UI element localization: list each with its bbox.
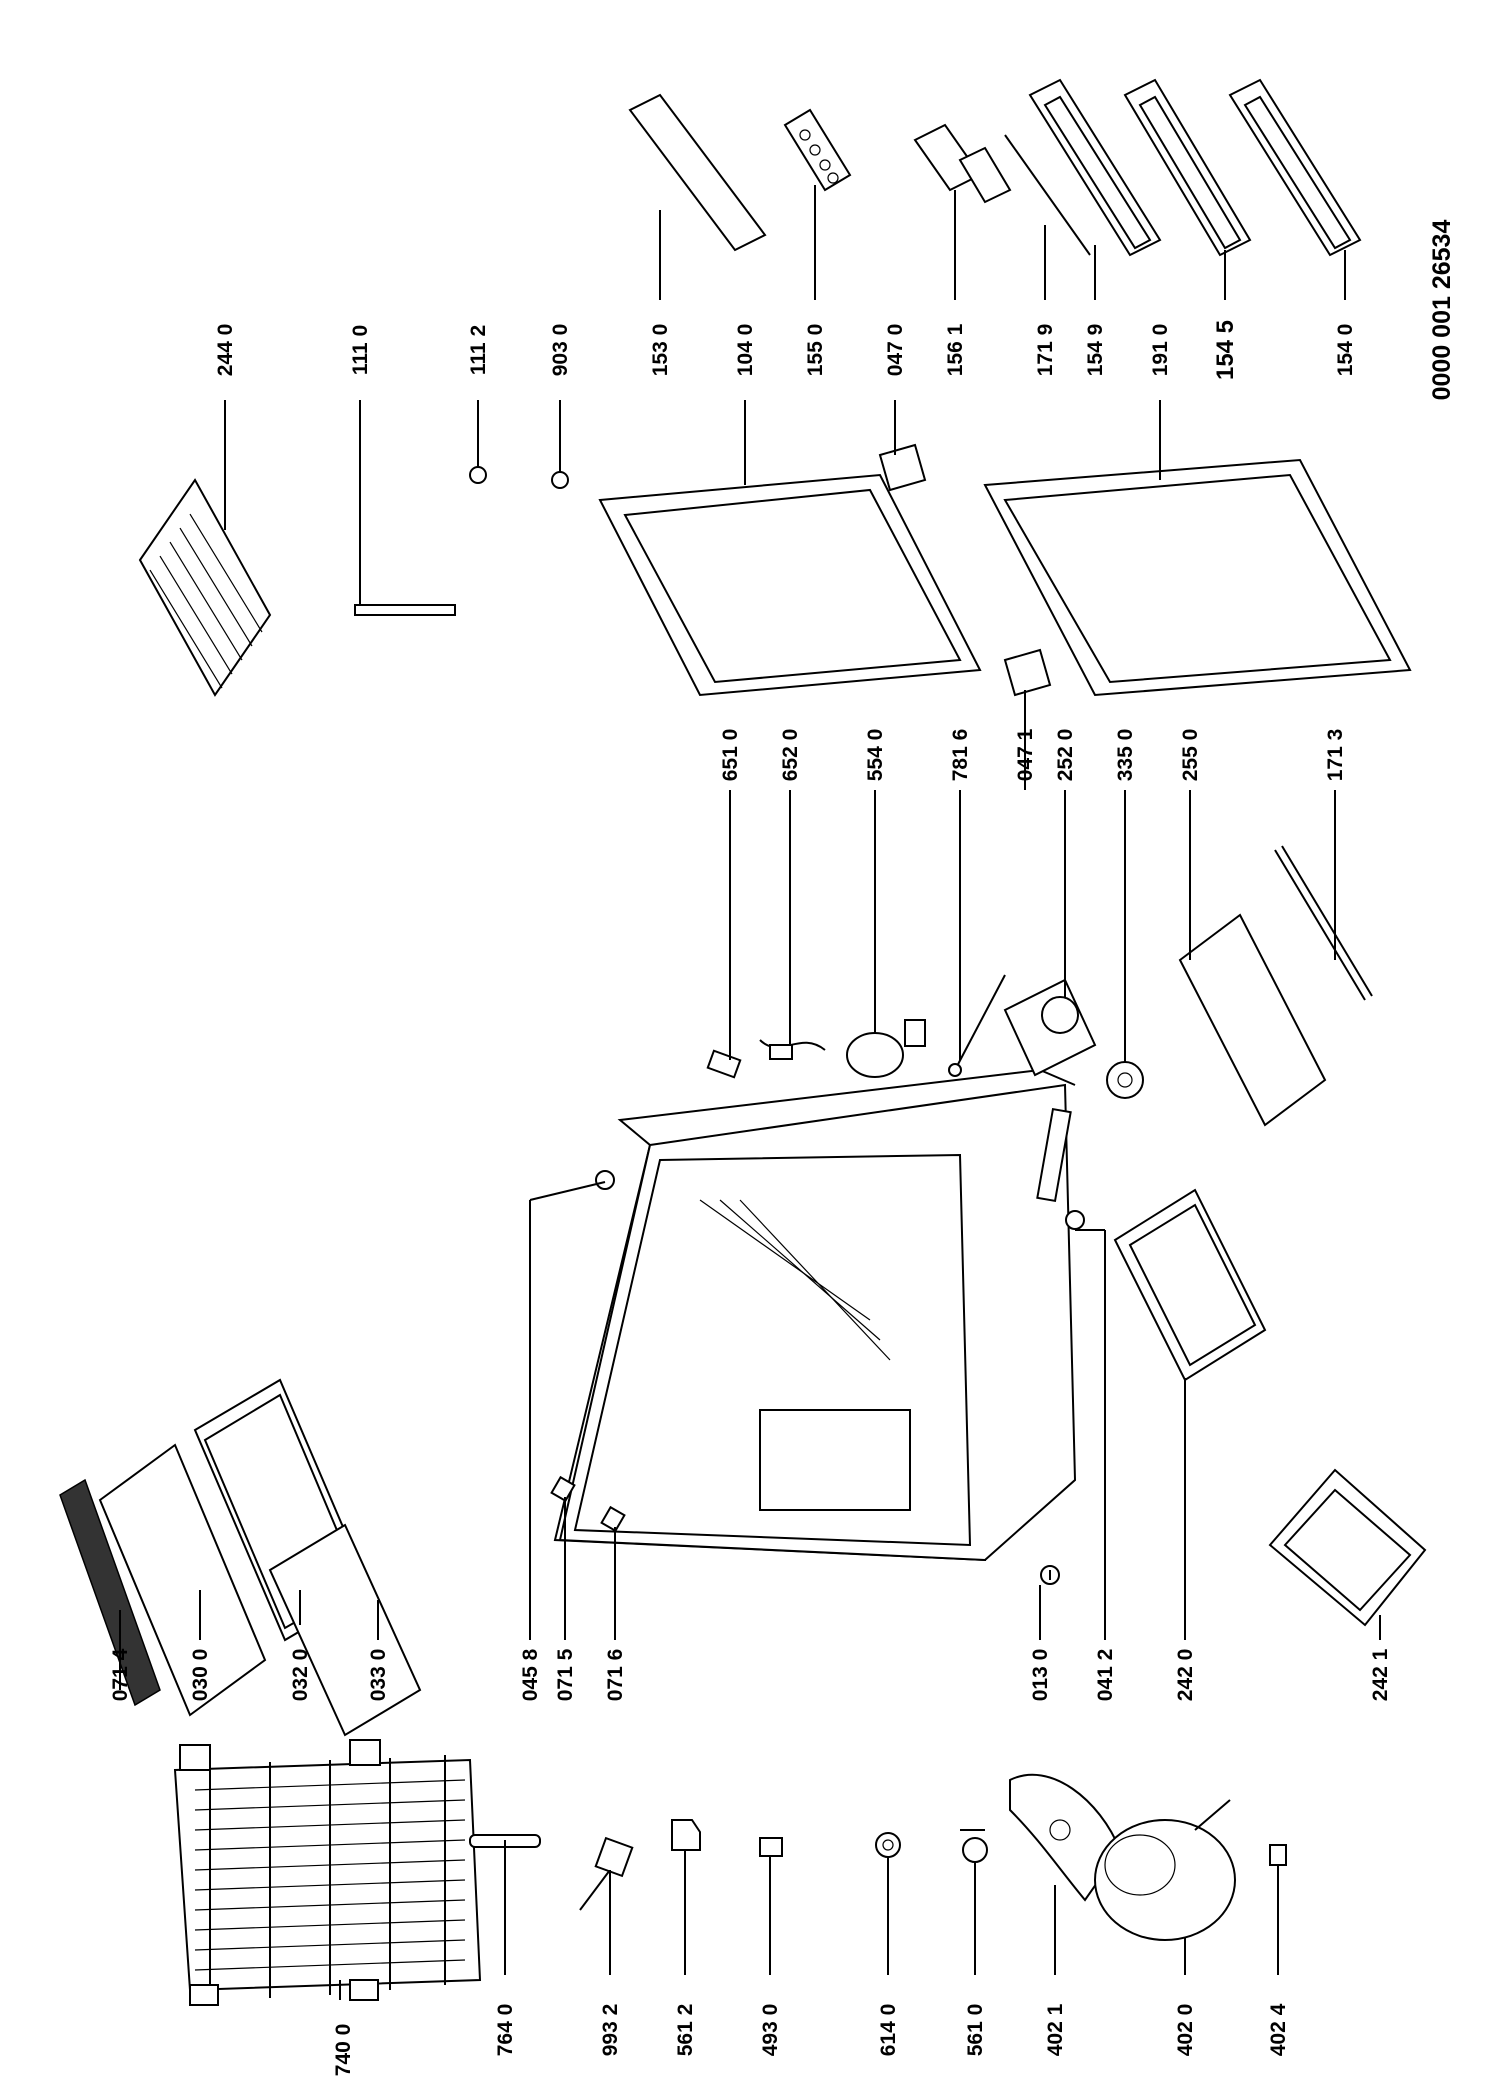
- label-402-1: 402 1: [1044, 2003, 1067, 2056]
- wiring-harness: [759, 1039, 826, 1060]
- lamp: [960, 1829, 988, 1863]
- label-191-0: 191 0: [1149, 324, 1172, 377]
- crisper-drawer: [1268, 1468, 1427, 1627]
- label-493-0: 493 0: [759, 2004, 782, 2057]
- document-number: 0000 001 26534: [1428, 220, 1456, 401]
- label-171-3: 171 3: [1324, 729, 1347, 782]
- label-111-0: 111 0: [349, 325, 372, 375]
- thermostat-knob: [875, 1832, 901, 1858]
- label-781-6: 781 6: [949, 729, 972, 782]
- screw: [1040, 1565, 1060, 1585]
- door-shelf-middle: [1123, 78, 1252, 257]
- vent-grille: [59, 1478, 161, 1707]
- label-013-0: 013 0: [1029, 1649, 1052, 1702]
- knob-bracket: [671, 1819, 701, 1851]
- hinge-small-b: [600, 1505, 626, 1533]
- label-154-9: 154 9: [1084, 324, 1107, 377]
- leader-lines: [119, 185, 1381, 2000]
- label-156-1: 156 1: [944, 323, 967, 376]
- small-clip: [759, 1837, 783, 1857]
- label-033-0: 033 0: [367, 1649, 390, 1702]
- fan-ring: [846, 1019, 926, 1078]
- label-047-0: 047 0: [884, 324, 907, 377]
- label-030-0: 030 0: [189, 1649, 212, 1702]
- label-032-0: 032 0: [289, 1649, 312, 1702]
- switch: [706, 1049, 742, 1079]
- label-111-2: 111 2: [467, 325, 490, 375]
- compressor: [1094, 1799, 1236, 1941]
- hinge-cap: [469, 466, 487, 484]
- door-shelf-bottom: [1228, 78, 1362, 257]
- shelf-rod: [1274, 845, 1373, 1001]
- label-071-6: 071 6: [604, 1649, 627, 1702]
- label-402-4: 402 4: [1267, 2003, 1290, 2056]
- label-402-0: 402 0: [1174, 2004, 1197, 2057]
- label-171-9: 171 9: [1034, 324, 1057, 377]
- label-104-0: 104 0: [734, 324, 757, 377]
- label-242-0: 242 0: [1174, 1649, 1197, 1702]
- label-071-5: 071 5: [554, 1648, 577, 1701]
- cabinet-body: [553, 1068, 1077, 1562]
- label-041-2: 041 2: [1094, 1649, 1117, 1702]
- relay-box: [1003, 978, 1097, 1077]
- label-903-0: 903 0: [549, 324, 572, 377]
- door-shelf-top: [1028, 78, 1162, 257]
- wire-shelf: [138, 478, 272, 697]
- glass-shelf-small: [268, 1523, 422, 1737]
- label-561-0: 561 0: [964, 2004, 987, 2057]
- label-045-8: 045 8: [519, 1648, 542, 1701]
- hinge-bracket: [1036, 1107, 1085, 1230]
- label-047-1: 047 1: [1014, 728, 1037, 781]
- fridge-door: [983, 458, 1412, 697]
- thermostat: [579, 1836, 634, 1911]
- grommet: [1269, 1844, 1287, 1866]
- freezer-door: [598, 473, 982, 697]
- drain-disc: [1106, 1061, 1144, 1099]
- bottle-retainer: [1004, 134, 1091, 256]
- hinge-small-a: [550, 1475, 576, 1503]
- vegetable-drawer: [1113, 1188, 1267, 1382]
- label-993-2: 993 2: [599, 2004, 622, 2057]
- hinge-rod: [354, 604, 456, 616]
- label-652-0: 652 0: [779, 729, 802, 782]
- door-trim-strip: [628, 93, 767, 252]
- lower-hinge: [1003, 648, 1052, 697]
- label-255-0: 255 0: [1179, 729, 1202, 782]
- label-335-0: 335 0: [1114, 729, 1137, 782]
- label-651-0: 651 0: [719, 729, 742, 782]
- label-242-1: 242 1: [1369, 1648, 1392, 1701]
- glass-shelf-large: [98, 1443, 267, 1717]
- butter-compartment: [913, 123, 1012, 204]
- label-252-0: 252 0: [1054, 729, 1077, 782]
- leveling-foot: [595, 1170, 615, 1190]
- label-554-0: 554 0: [864, 729, 887, 782]
- condenser-coil: [173, 1739, 482, 2006]
- label-561-2: 561 2: [674, 2004, 697, 2057]
- upper-hinge: [878, 443, 927, 492]
- label-155-0: 155 0: [804, 324, 827, 377]
- temperature-probe: [948, 974, 1006, 1077]
- label-154-0: 154 0: [1334, 324, 1357, 377]
- label-154-5: 154 5: [1212, 320, 1239, 380]
- egg-tray: [783, 108, 852, 192]
- label-153-0: 153 0: [649, 324, 672, 377]
- glass-plate: [1178, 913, 1327, 1127]
- label-244-0: 244 0: [214, 324, 237, 377]
- label-764-0: 764 0: [494, 2004, 517, 2057]
- door-stop: [551, 471, 569, 489]
- label-071-4: 071 4: [109, 1648, 132, 1701]
- label-740-0: 740 0: [332, 2024, 355, 2077]
- label-614-0: 614 0: [877, 2004, 900, 2057]
